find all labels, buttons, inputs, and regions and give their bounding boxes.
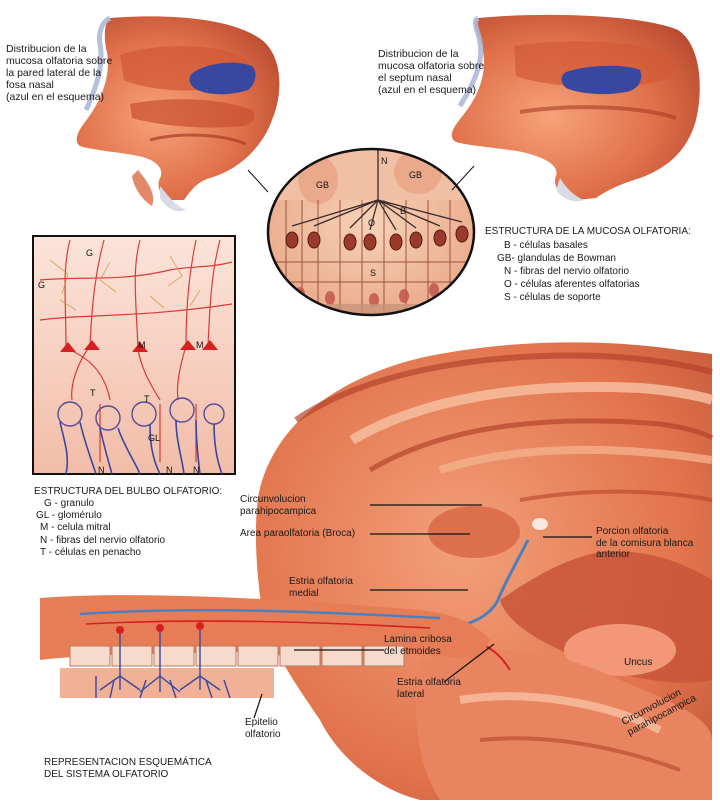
mucosa-magnified-view bbox=[248, 149, 478, 318]
mucosa-legend-item: B - células basales bbox=[504, 240, 588, 252]
tag-mucosa-s: S bbox=[370, 268, 376, 278]
label-lamina-cribosa: Lamina cribosa del etmoides bbox=[384, 634, 452, 657]
tag-mucosa-gb-right: GB bbox=[409, 170, 422, 180]
tag-bulb-t-left: T bbox=[90, 388, 96, 398]
olfactory-mucosa-septum bbox=[562, 66, 642, 94]
tag-mucosa-gb-left: GB bbox=[316, 180, 329, 190]
label-epitelio: Epitelio olfatorio bbox=[245, 717, 281, 740]
tag-bulb-gl: GL bbox=[148, 433, 160, 443]
nasal-septum-figure bbox=[452, 15, 700, 201]
tag-bulb-m-right: M bbox=[196, 340, 204, 350]
mucosa-legend-item: N - fibras del nervio olfatorio bbox=[504, 266, 629, 278]
label-estria-lateral: Estria olfatoria lateral bbox=[397, 677, 461, 700]
bulb-legend-item: GL - glomérulo bbox=[36, 510, 102, 522]
mucosa-legend-item: GB- glandulas de Bowman bbox=[497, 253, 616, 265]
tag-bulb-t-right: T bbox=[144, 394, 150, 404]
caption-septum: Distribucion de la mucosa olfatoria sobr… bbox=[378, 48, 484, 96]
mucosa-legend-item: O - células aferentes olfatorias bbox=[504, 279, 640, 291]
label-area-paraolfatoria: Area paraolfatoria (Broca) bbox=[240, 528, 355, 540]
caption-lateral-wall: Distribucion de la mucosa olfatoria sobr… bbox=[6, 43, 112, 103]
tag-mucosa-b: B bbox=[400, 206, 406, 216]
label-porcion-olfatoria: Porcion olfatoria de la comisura blanca … bbox=[596, 526, 693, 561]
label-estria-medial: Estria olfatoria medial bbox=[289, 576, 353, 599]
mucosa-legend-title: ESTRUCTURA DE LA MUCOSA OLFATORIA: bbox=[485, 226, 691, 238]
bulb-legend-item: M - celula mitral bbox=[40, 522, 111, 534]
mucosa-legend-item: S - células de soporte bbox=[504, 292, 601, 304]
bulb-legend-title: ESTRUCTURA DEL BULBO OLFATORIO: bbox=[34, 486, 222, 498]
tag-bulb-n3: N bbox=[193, 465, 200, 475]
tag-bulb-n2: N bbox=[166, 465, 173, 475]
tag-bulb-g-top: G bbox=[86, 248, 93, 258]
olfactory-bulb-panel bbox=[33, 236, 235, 474]
bulb-legend-item: G - granulo bbox=[44, 498, 94, 510]
label-uncus: Uncus bbox=[624, 657, 652, 669]
label-circunvolucion-top: Circunvolucion parahipocampica bbox=[240, 494, 316, 517]
bulb-legend-item: T - células en penacho bbox=[40, 547, 141, 559]
tag-mucosa-n: N bbox=[381, 156, 388, 166]
tag-mucosa-o: O bbox=[368, 218, 375, 228]
bulb-legend-item: N - fibras del nervio olfatorio bbox=[40, 535, 165, 547]
olfactory-epithelium bbox=[60, 668, 274, 698]
tag-bulb-g-left: G bbox=[38, 280, 45, 290]
tag-bulb-n1: N bbox=[98, 465, 105, 475]
tag-bulb-m-left: M bbox=[138, 340, 146, 350]
footer-title: REPRESENTACION ESQUEMÁTICA DEL SISTEMA O… bbox=[44, 757, 212, 780]
